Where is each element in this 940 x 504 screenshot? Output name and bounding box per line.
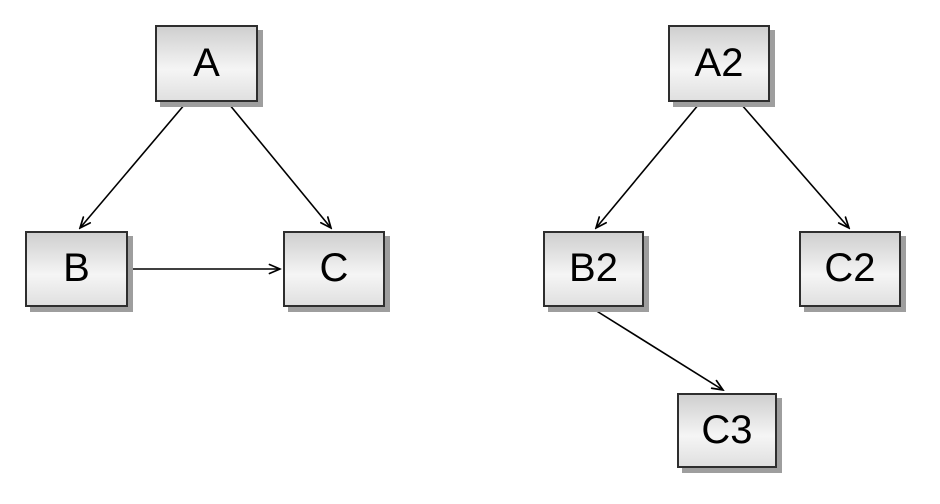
node-A[interactable]: A (155, 25, 258, 102)
node-B[interactable]: B (25, 231, 128, 307)
node-label: C (319, 246, 349, 290)
node-A2[interactable]: A2 (668, 25, 770, 102)
node-label: C3 (701, 407, 753, 452)
edges-group (80, 103, 849, 390)
edge-A2-C2 (740, 103, 849, 228)
node-B2[interactable]: B2 (543, 231, 644, 307)
node-C3[interactable]: C3 (677, 393, 777, 468)
edge-A-C (228, 103, 331, 228)
node-label: A (193, 40, 220, 85)
edge-A-B (80, 103, 186, 228)
node-C2[interactable]: C2 (799, 231, 901, 307)
node-C[interactable]: C (283, 231, 385, 307)
node-label: C2 (824, 246, 876, 290)
node-label: B (63, 246, 90, 290)
edge-B2-C3 (594, 309, 723, 390)
edge-A2-B2 (596, 103, 700, 228)
node-label: A2 (694, 40, 744, 85)
node-label: B2 (569, 246, 618, 290)
